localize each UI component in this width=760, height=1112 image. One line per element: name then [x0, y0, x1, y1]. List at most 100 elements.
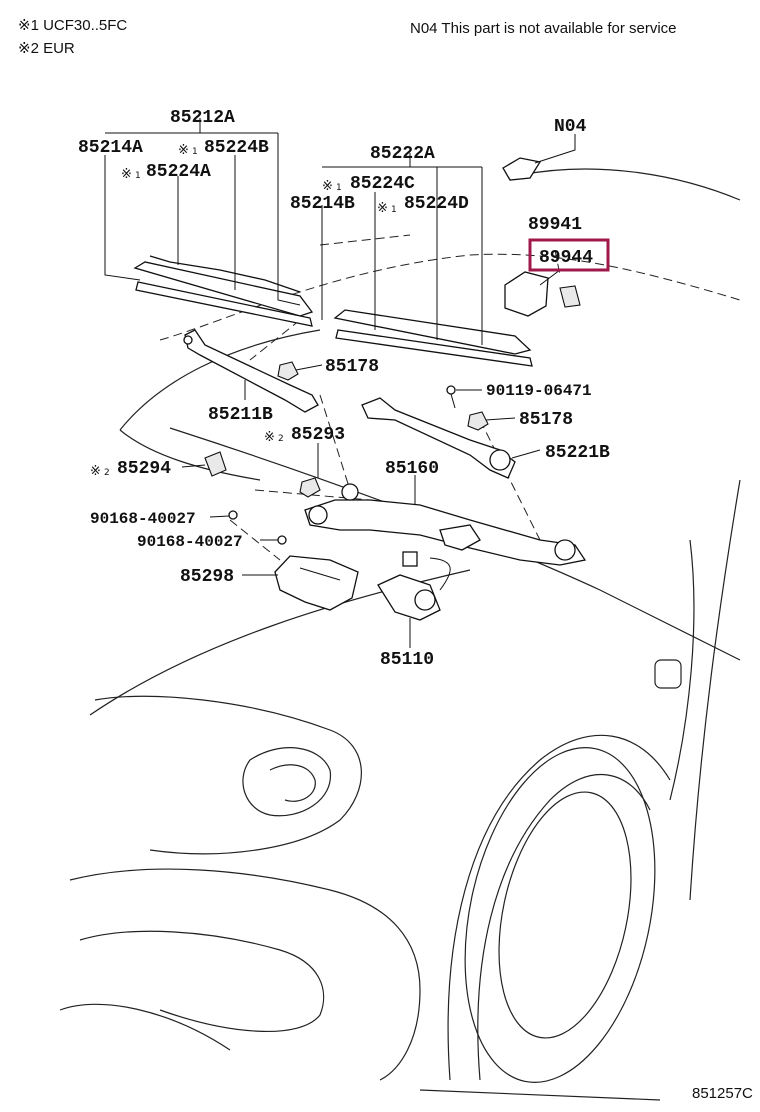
label-85160[interactable]: 85160 [385, 459, 439, 479]
front-bumper [69, 868, 421, 1081]
linkage-dash-2 [479, 419, 541, 541]
label-85293[interactable]: 85293 [291, 425, 345, 445]
ground-line [419, 1089, 661, 1101]
label-N04[interactable]: N04 [554, 117, 587, 137]
label-85211B[interactable]: 85211B [208, 405, 273, 425]
motor-wire [429, 557, 451, 591]
link-pivot-right [554, 539, 576, 561]
mark-note1-d: ※ [377, 201, 388, 216]
blade-rubber-85224D [335, 329, 533, 367]
leader-lines [104, 118, 576, 648]
label-90119-06471[interactable]: 90119-06471 [486, 382, 592, 400]
mark-note2-b: ※ [90, 464, 101, 479]
mark-note1-b-num: 1 [135, 171, 141, 181]
headlight-lens [242, 747, 332, 817]
car-body-outline [59, 168, 741, 1101]
fender-edge [669, 539, 695, 801]
wiper-arm-85221B [361, 397, 516, 479]
fog-lamp-area [79, 930, 325, 1032]
note-not-available: N04 This part is not available for servi… [410, 20, 677, 37]
motor-connector [402, 551, 418, 567]
mark-note1-c: ※ [322, 179, 333, 194]
cap-85178-a [277, 361, 299, 381]
cap-85178-b [467, 411, 489, 431]
seal-85293 [299, 477, 321, 498]
wiper-motor-85110 [377, 551, 451, 621]
link-assembly-85160 [304, 483, 587, 566]
label-85224D[interactable]: 85224D [404, 194, 469, 214]
wiper-dash-1 [319, 234, 411, 246]
arm-b-pivot [489, 449, 511, 471]
label-90168-40027-a[interactable]: 90168-40027 [90, 510, 196, 528]
blade-rubber-85224A [135, 281, 313, 327]
label-85212A[interactable]: 85212A [170, 108, 235, 128]
label-85222A[interactable]: 85222A [370, 144, 435, 164]
blade-85214B [333, 309, 532, 355]
note-eur: ※2 EUR [18, 40, 75, 57]
wheel-arch-inner [477, 773, 651, 1081]
mark-note1-d-num: 1 [391, 205, 397, 215]
mark-note2-a: ※ [264, 430, 275, 445]
sensor-pad [559, 285, 581, 308]
highlight-box-89944 [528, 238, 610, 272]
bumper-lower-line [59, 1003, 231, 1051]
cover-N04 [502, 157, 542, 181]
diagram-id: 851257C [692, 1085, 753, 1102]
label-85178-arm[interactable]: 85178 [325, 357, 379, 377]
bolt-90168-a [228, 510, 238, 520]
label-85214A[interactable]: 85214A [78, 138, 143, 158]
mark-note1-b: ※ [121, 167, 132, 182]
hood-rear-curve [519, 168, 741, 201]
motor-cover-85298 [274, 555, 359, 611]
wiper-arm-body [184, 329, 319, 413]
front-wheel-rim [498, 791, 632, 1039]
label-90168-40027-b[interactable]: 90168-40027 [137, 533, 243, 551]
front-wheel-tire [464, 747, 656, 1083]
label-85178-link[interactable]: 85178 [519, 410, 573, 430]
mark-note2-b-num: 2 [104, 468, 110, 478]
wheel-arch-outer [447, 734, 671, 1081]
link-pivot-motor [341, 483, 359, 501]
label-85224C[interactable]: 85224C [350, 174, 415, 194]
wiper-arm-b-body [361, 397, 516, 479]
label-85110[interactable]: 85110 [380, 650, 434, 670]
note-ucf30: ※1 UCF30..5FC [18, 17, 128, 34]
sensor-89941 [504, 271, 549, 317]
hood-front-edge [119, 329, 321, 431]
mark-note1-a: ※ [178, 143, 189, 158]
hood-lower-edge [119, 429, 261, 481]
bolt-dash [229, 519, 281, 561]
fender-rear-edge [689, 479, 741, 901]
blade-frame-85212A [149, 255, 301, 293]
bolt-90119 [446, 385, 456, 395]
windshield-dash [159, 253, 741, 341]
mark-note2-a-num: 2 [278, 434, 284, 444]
headlight-inner [269, 764, 316, 802]
label-85214B[interactable]: 85214B [290, 194, 355, 214]
label-85294[interactable]: 85294 [117, 459, 171, 479]
label-85224B[interactable]: 85224B [204, 138, 269, 158]
mark-note1-a-num: 1 [192, 147, 198, 157]
headlight-outline [94, 695, 362, 855]
wiper-dash-2 [249, 319, 301, 361]
wiper-blade-rear [333, 309, 533, 367]
wiper-arm-85211B [183, 329, 319, 413]
blade-85214A [133, 261, 314, 317]
bracket-85294 [204, 451, 227, 477]
label-85224A[interactable]: 85224A [146, 162, 211, 182]
link-pivot-left [308, 505, 328, 525]
link-bracket [439, 524, 481, 551]
mark-note1-c-num: 1 [336, 183, 342, 193]
motor-gear [414, 589, 436, 611]
bolt-90168-b [277, 535, 287, 545]
label-89941[interactable]: 89941 [528, 215, 582, 235]
arm-tip [183, 335, 193, 345]
label-85221B[interactable]: 85221B [545, 443, 610, 463]
wiper-blade-front [133, 255, 314, 327]
label-85298[interactable]: 85298 [180, 567, 234, 587]
side-marker-lamp [654, 659, 682, 689]
label-89944[interactable]: 89944 [539, 248, 593, 268]
linkage-dash-3 [319, 394, 351, 491]
